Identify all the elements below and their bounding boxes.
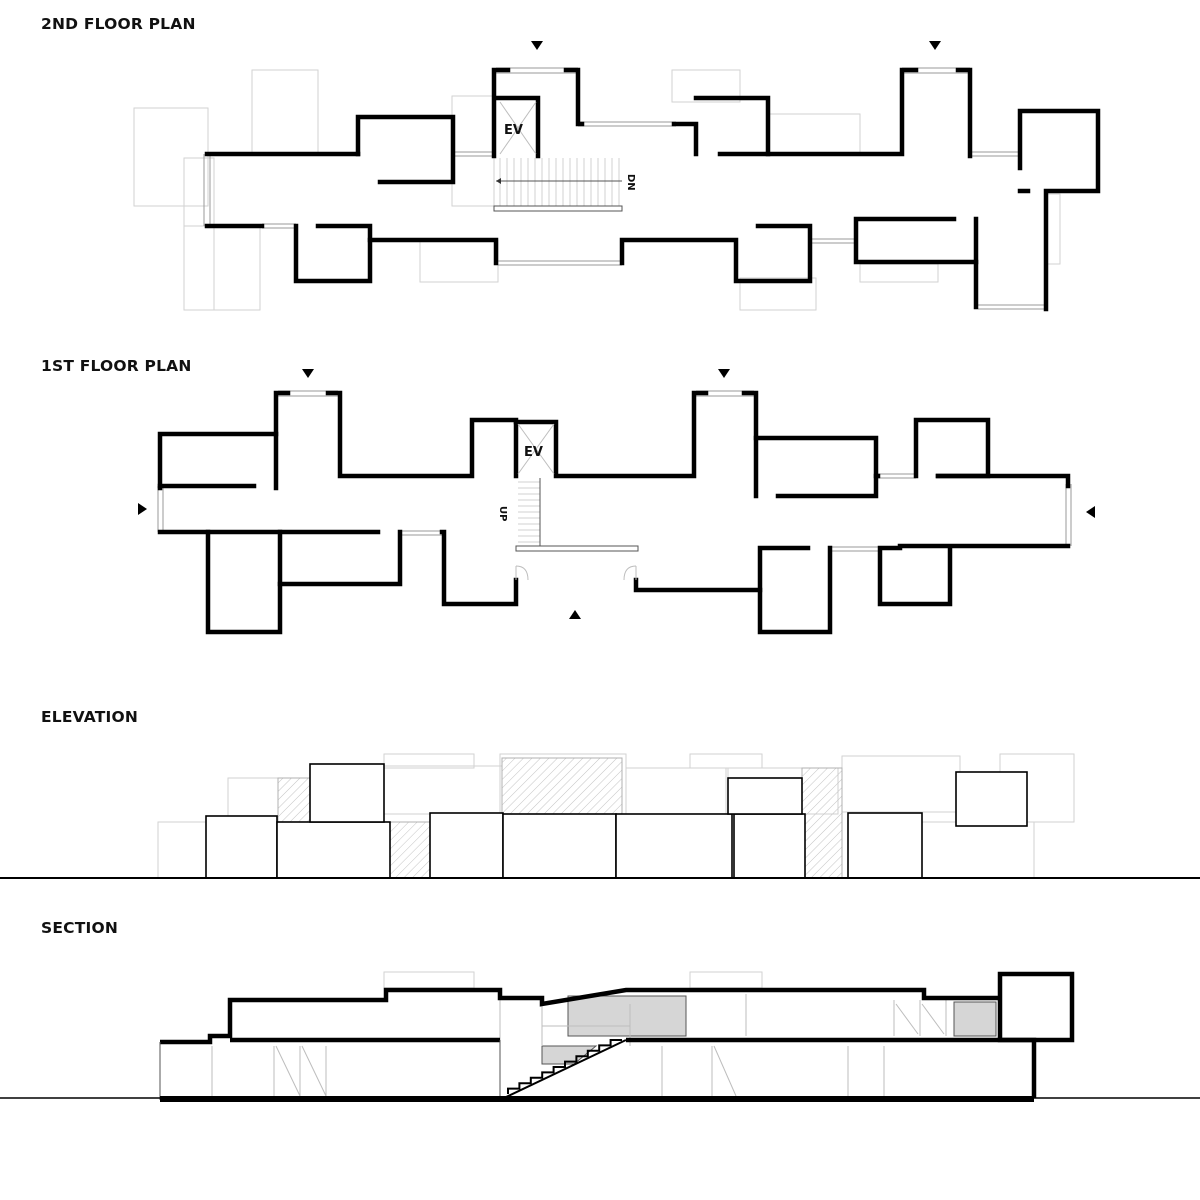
- glass-panel: [501, 757, 623, 815]
- entrance-arrow-icon: [302, 369, 314, 378]
- glass-panel: [389, 821, 431, 879]
- floor2-stair: [499, 158, 620, 206]
- section-drawing: SECTION: [0, 919, 1200, 1102]
- floor2-ev-label: EV: [504, 123, 523, 138]
- floor2-elevator: EV: [499, 101, 537, 155]
- section-partitions: [211, 994, 947, 1098]
- section-floor-slab: [160, 1096, 1034, 1102]
- entrance-arrow-icon: [718, 369, 730, 378]
- floor2-title: 2ND FLOOR PLAN: [41, 15, 196, 33]
- floor1-windows: [157, 390, 1072, 552]
- section-stair: [507, 1039, 622, 1094]
- floor2-plan: 2ND FLOOR PLAN: [41, 15, 1101, 312]
- floor1-walls: [157, 390, 1071, 635]
- floor1-stair: [518, 481, 540, 543]
- entrance-arrow-icon: [138, 503, 147, 515]
- floor1-title: 1ST FLOOR PLAN: [41, 357, 192, 375]
- entrance-arrow-icon: [929, 41, 941, 50]
- glass-panel: [277, 777, 311, 823]
- floor2-windows: [203, 67, 1046, 310]
- floor1-stair-label: UP: [497, 506, 508, 521]
- section-ghost-volumes: [383, 971, 763, 989]
- entrance-arrow-icon: [1086, 506, 1095, 518]
- entrance-arrow-icon: [569, 610, 581, 619]
- void-space: [567, 995, 687, 1037]
- floor1-ev-label: EV: [524, 445, 543, 460]
- floor1-elevator: EV: [517, 423, 555, 475]
- floor2-walls: [204, 67, 1101, 312]
- floor2-ghost-outlines: [133, 69, 1061, 311]
- entrance-arrow-icon: [531, 41, 543, 50]
- floor1-plan: 1ST FLOOR PLAN: [41, 357, 1095, 635]
- elevation-title: ELEVATION: [41, 708, 138, 726]
- glass-panel: [801, 767, 843, 879]
- section-structure: [159, 971, 1075, 1100]
- section-title: SECTION: [41, 919, 118, 937]
- elevation-volumes: [205, 763, 1028, 879]
- floor2-stair-label: DN: [625, 174, 636, 191]
- elevation-drawing: ELEVATION: [0, 708, 1200, 879]
- void-space: [953, 1001, 997, 1037]
